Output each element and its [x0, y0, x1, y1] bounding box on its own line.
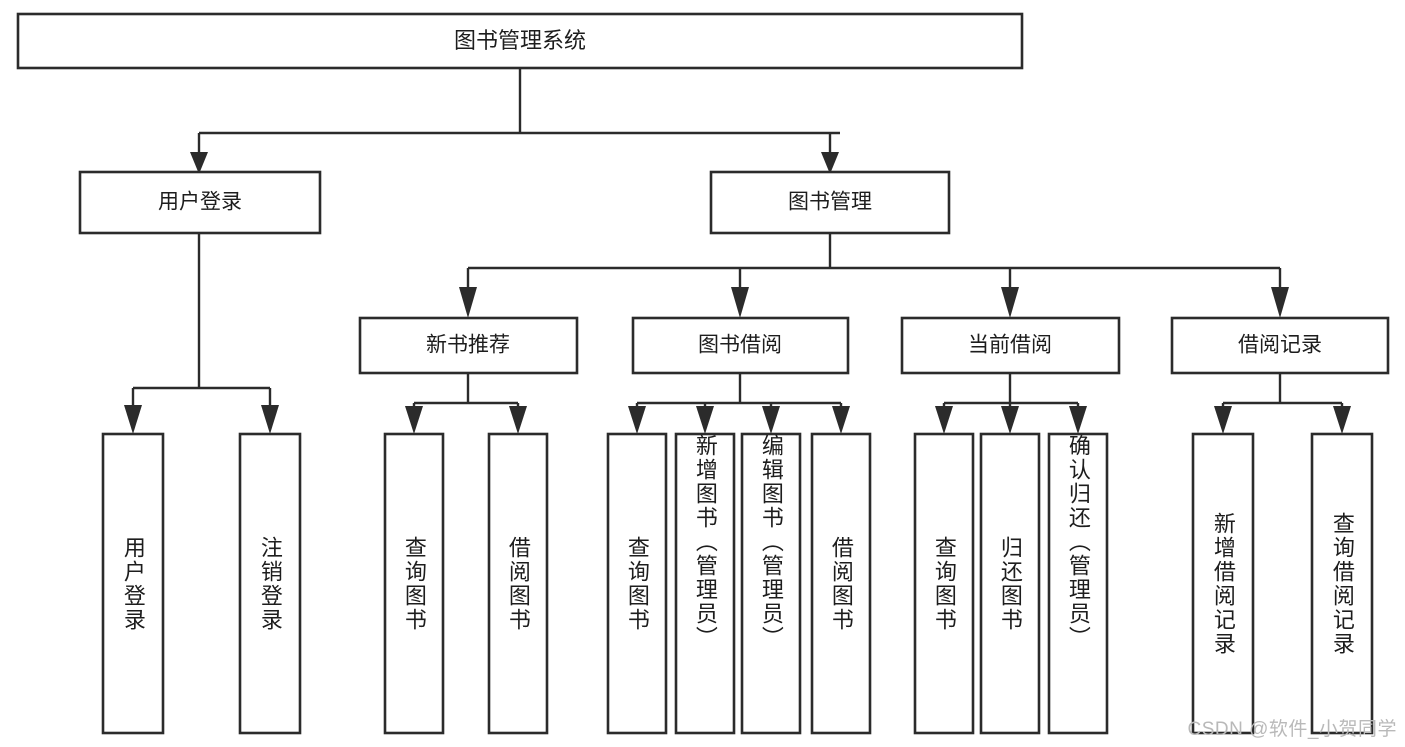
node-leaf-borrow-book-1-box[interactable]	[487, 432, 549, 735]
node-book-management[interactable]: 图书管理	[709, 170, 951, 235]
node-current-borrow[interactable]: 当前借阅	[900, 316, 1121, 375]
node-user-login-box[interactable]	[78, 170, 322, 235]
arrow-head-leaf-user-logout	[261, 405, 279, 434]
node-current-borrow-box[interactable]	[900, 316, 1121, 375]
node-book-management-label: 图书管理	[788, 191, 872, 214]
node-leaf-add-book-box[interactable]	[674, 432, 736, 735]
arrow-head-current-borrow	[1001, 287, 1019, 318]
arrow-head-leaf-add-record	[1214, 406, 1232, 434]
node-borrow-record[interactable]: 借阅记录	[1170, 316, 1390, 375]
node-new-book-recommend[interactable]: 新书推荐	[358, 316, 579, 375]
arrow-head-leaf-edit-book	[762, 406, 780, 434]
node-book-borrow-label: 图书借阅	[698, 334, 782, 357]
node-leaf-query-book-3-box[interactable]	[913, 432, 975, 735]
node-leaf-user-login-box[interactable]	[101, 432, 165, 735]
arrow-head-borrow-record	[1271, 287, 1289, 318]
node-current-borrow-label: 当前借阅	[968, 334, 1052, 357]
arrow-head-new-book-recommend	[459, 287, 477, 318]
node-root-box[interactable]	[16, 12, 1024, 70]
node-leaf-query-book-2-box[interactable]	[606, 432, 668, 735]
node-leaf-user-logout-box[interactable]	[238, 432, 302, 735]
node-book-borrow[interactable]: 图书借阅	[631, 316, 850, 375]
node-leaf-query-record-box[interactable]	[1310, 432, 1374, 735]
arrow-head-leaf-borrow-book-2	[832, 406, 850, 434]
arrow-head-book-management	[821, 152, 839, 174]
arrow-head-leaf-return-book	[1001, 406, 1019, 434]
arrow-head-book-borrow	[731, 287, 749, 318]
arrow-head-leaf-add-book	[696, 406, 714, 434]
node-leaf-edit-book-box[interactable]	[740, 432, 802, 735]
node-borrow-record-box[interactable]	[1170, 316, 1390, 375]
node-leaf-borrow-book-2-box[interactable]	[810, 432, 872, 735]
node-root-label: 图书管理系统	[454, 28, 586, 53]
node-book-management-box[interactable]	[709, 170, 951, 235]
node-user-login[interactable]: 用户登录	[78, 170, 322, 235]
connector-group	[124, 68, 1351, 434]
node-leaf-return-book-box[interactable]	[979, 432, 1041, 735]
watermark-label: CSDN @软件_小贺同学	[1187, 719, 1397, 740]
node-root[interactable]: 图书管理系统	[16, 12, 1024, 70]
arrow-head-user-login	[190, 152, 208, 174]
arrow-head-leaf-user-login	[124, 405, 142, 434]
node-leaf-query-book-1-box[interactable]	[383, 432, 445, 735]
node-user-login-label: 用户登录	[158, 191, 242, 214]
arrow-head-leaf-borrow-book-1	[509, 406, 527, 434]
node-borrow-record-label: 借阅记录	[1238, 334, 1322, 357]
arrow-head-leaf-confirm-return	[1069, 406, 1087, 434]
node-leaf-add-record-box[interactable]	[1191, 432, 1255, 735]
node-new-book-recommend-label: 新书推荐	[426, 334, 510, 357]
arrow-head-leaf-query-book-2	[628, 406, 646, 434]
node-new-book-recommend-box[interactable]	[358, 316, 579, 375]
node-book-borrow-box[interactable]	[631, 316, 850, 375]
arrow-head-leaf-query-book-3	[935, 406, 953, 434]
arrow-head-leaf-query-record	[1333, 406, 1351, 434]
arrow-head-leaf-query-book-1	[405, 406, 423, 434]
node-leaf-confirm-return-box[interactable]	[1047, 432, 1109, 735]
